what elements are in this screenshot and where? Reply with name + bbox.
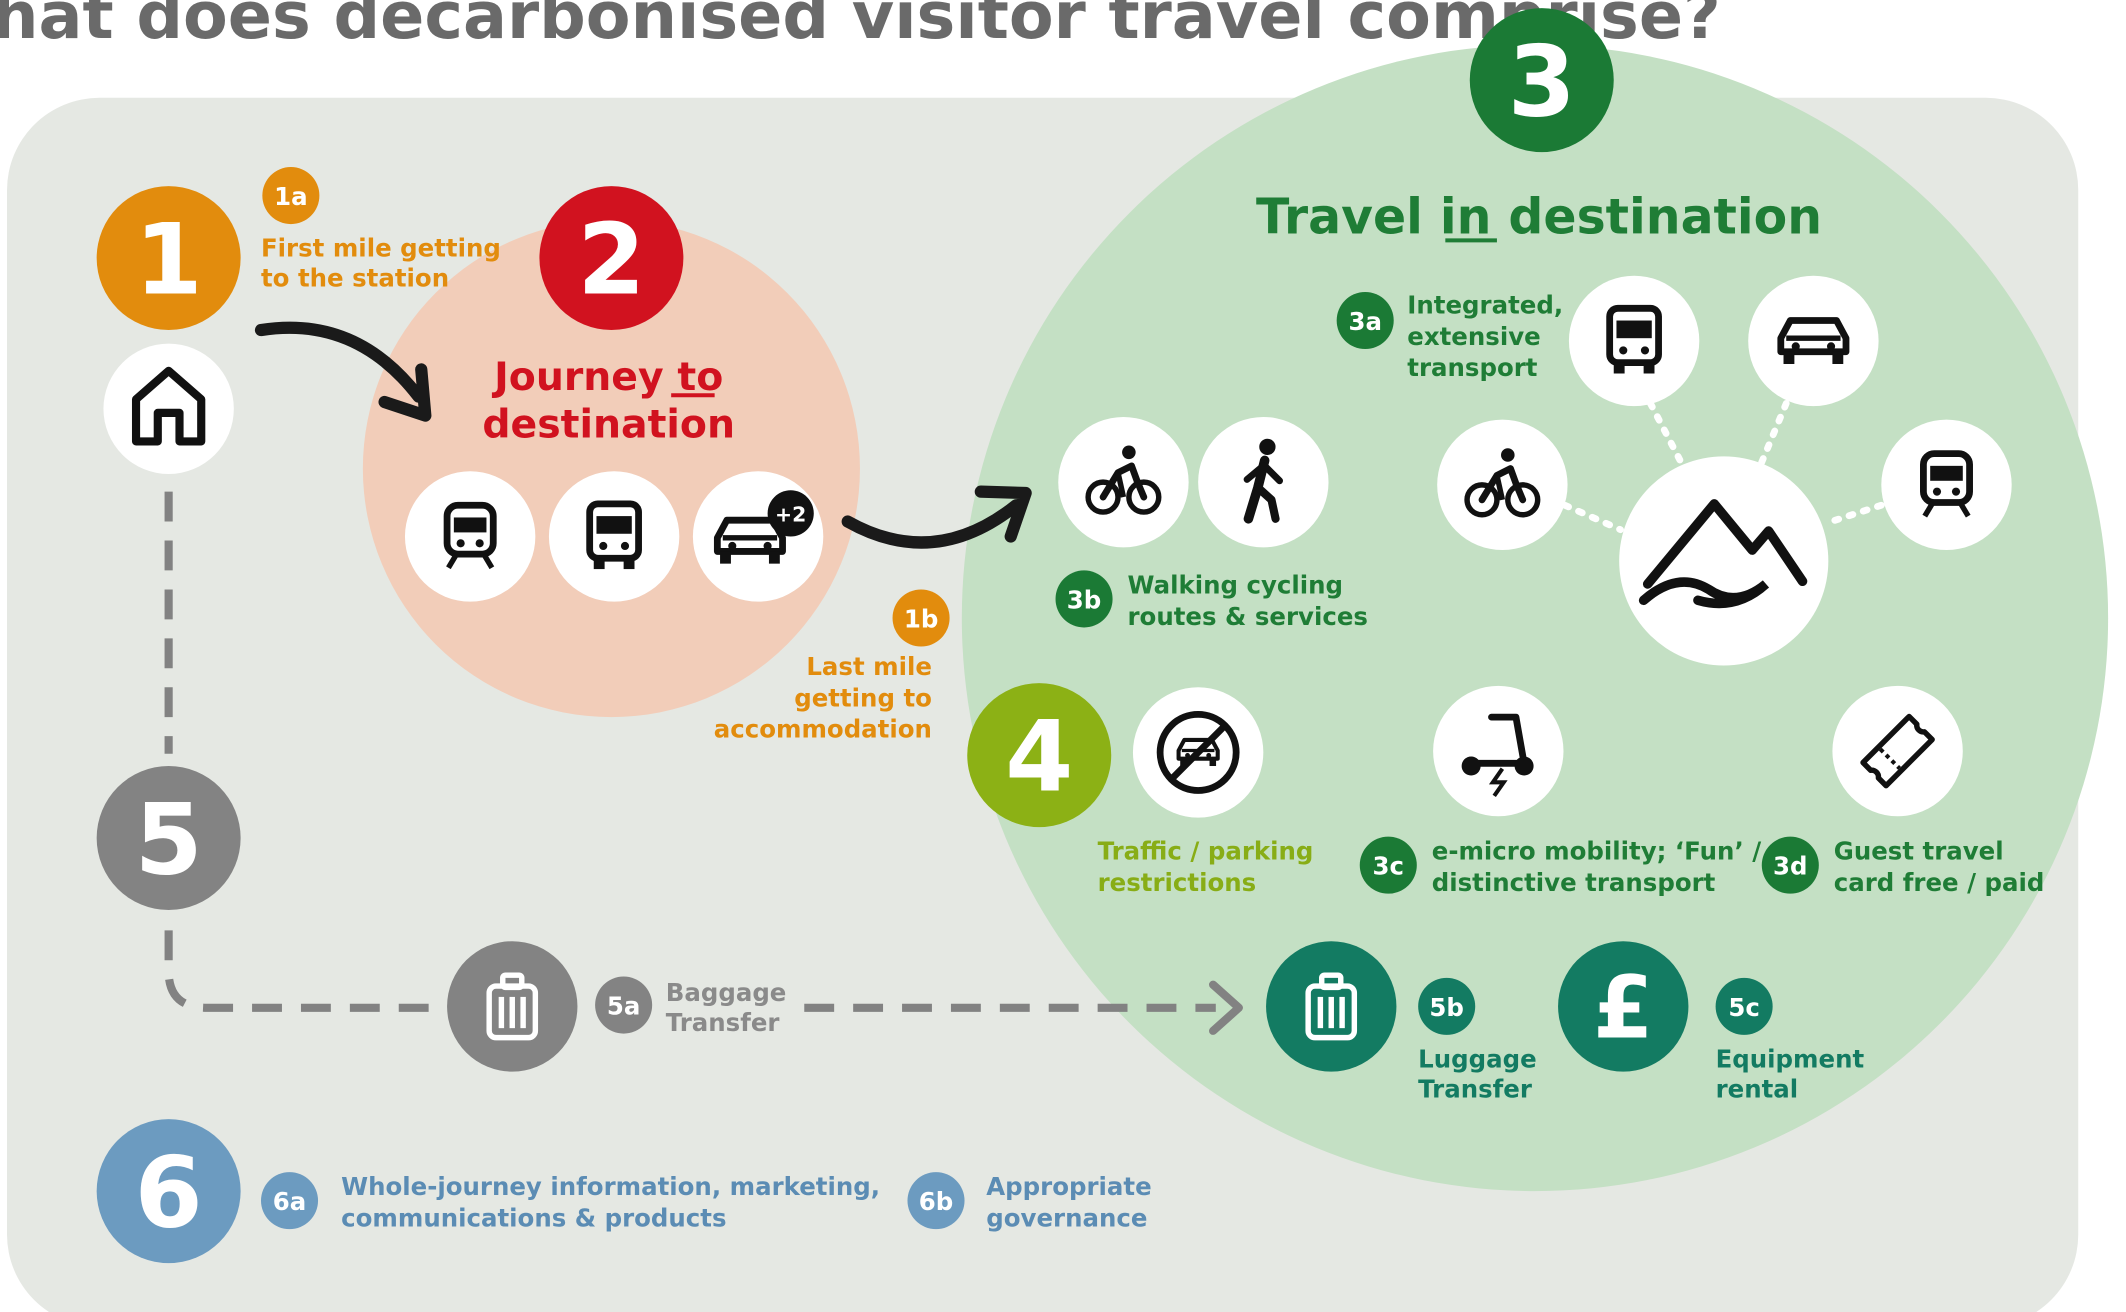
travel-in-destination-title: Travel in destination <box>1256 189 1822 246</box>
node-1-number: 1 <box>135 203 203 317</box>
dashed-connector-baggage-left <box>164 930 435 1012</box>
label-6b-line2: governance <box>986 1203 1147 1232</box>
label-3b-line1: Walking cycling <box>1128 571 1344 600</box>
train-icon-circle-3a <box>1881 419 2012 551</box>
badge-6b-label: 6b <box>919 1187 954 1216</box>
page-title: hat does decarbonised visitor travel com… <box>0 0 1721 54</box>
badge-5c <box>1715 977 1773 1035</box>
label-5b-line1: Luggage <box>1418 1045 1537 1074</box>
badge-1b <box>892 589 950 647</box>
dashed-arrow-head-icon <box>1209 980 1243 1035</box>
badge-1b-label: 1b <box>904 604 939 633</box>
badge-5a-label: 5a <box>607 992 641 1021</box>
badge-5b <box>1418 977 1476 1035</box>
badge-3d-label: 3d <box>1773 852 1808 881</box>
node-4-circle <box>967 683 1112 828</box>
label-3d-line1: Guest travel <box>1834 837 2004 866</box>
badge-5a <box>595 976 653 1034</box>
label-5c-line2: rental <box>1716 1074 1799 1103</box>
hub-spoke <box>1647 399 1688 472</box>
journey-title-line2: destination <box>482 401 735 447</box>
badge-3c-label: 3c <box>1373 852 1405 881</box>
pound-icon-circle <box>1558 941 1689 1072</box>
e-scooter-icon <box>1461 713 1534 798</box>
journey-title-line1: Journey to <box>491 354 723 400</box>
badge-3a <box>1336 292 1394 350</box>
badge-6b <box>907 1172 965 1230</box>
label-6a-line1: Whole-journey information, marketing, <box>341 1172 880 1201</box>
label-6b-line1: Appropriate <box>986 1172 1151 1201</box>
car-badge-label: +2 <box>775 503 806 527</box>
badge-3b <box>1055 570 1113 628</box>
arrow-icon-2-to-3 <box>841 499 1023 549</box>
badge-3b-label: 3b <box>1067 585 1102 614</box>
no-car-icon <box>1156 711 1240 794</box>
bicycle-icon-circle-3b <box>1058 416 1189 548</box>
node-4-number: 4 <box>1005 700 1073 814</box>
node-6-circle <box>96 1119 241 1264</box>
badge-3c <box>1359 836 1417 894</box>
node-5-circle <box>96 766 241 910</box>
hub-spoke <box>1561 501 1624 534</box>
pound-icon: £ <box>1593 958 1653 1059</box>
label-1a-line2: to the station <box>261 264 449 293</box>
arrow-head-2-to-3 <box>974 485 1032 543</box>
badge-1a <box>262 167 320 225</box>
mountain-hub-circle <box>1619 456 1829 666</box>
badge-3a-label: 3a <box>1348 307 1382 336</box>
badge-3d <box>1761 836 1819 894</box>
label-3a-line3: transport <box>1407 353 1538 382</box>
hub-spoke <box>1755 399 1790 472</box>
badge-6a-label: 6a <box>273 1187 307 1216</box>
train-icon-circle <box>404 471 536 602</box>
mountain-icon <box>1638 499 1808 609</box>
bicycle-icon-circle-3a <box>1437 419 1568 551</box>
badge-1a-label: 1a <box>274 182 308 211</box>
label-1b-line2: getting to <box>794 683 932 712</box>
hub-spoke <box>1823 501 1885 527</box>
node-2-circle <box>539 186 684 331</box>
label-4-line2: restrictions <box>1098 868 1257 897</box>
label-3a-line2: extensive <box>1407 322 1540 351</box>
label-1a-line1: First mile getting <box>261 234 501 263</box>
node-3-circle <box>1469 8 1614 153</box>
label-4-line1: Traffic / parking <box>1098 837 1314 866</box>
label-5a-line2: Transfer <box>666 1008 780 1037</box>
car-icon-circle-3a <box>1748 275 1879 407</box>
label-1b-line3: accommodation <box>714 714 932 743</box>
ticket-icon-circle <box>1832 685 1963 817</box>
badge-5b-label: 5b <box>1429 993 1464 1022</box>
label-3a-line1: Integrated, <box>1407 291 1563 320</box>
ticket-icon <box>1860 713 1935 789</box>
node-1-circle <box>96 186 241 331</box>
label-5a-line1: Baggage <box>666 978 787 1007</box>
e-scooter-icon-circle <box>1433 685 1564 817</box>
node-6-number: 6 <box>135 1136 203 1250</box>
car-badge <box>767 490 814 537</box>
label-5c-line1: Equipment <box>1716 1045 1865 1074</box>
label-3b-line2: routes & services <box>1128 602 1368 631</box>
bus-icon-circle <box>548 471 680 602</box>
bus-icon-circle-3a <box>1568 275 1700 407</box>
node-5-number: 5 <box>135 783 203 897</box>
label-3c-line1: e-micro mobility; ‘Fun’ / <box>1432 837 1762 866</box>
home-icon <box>131 366 206 446</box>
label-3d-line2: card free / paid <box>1834 868 2045 897</box>
node-2-number: 2 <box>577 203 645 317</box>
badge-6a <box>260 1172 319 1230</box>
label-6a-line2: communications & products <box>341 1203 726 1232</box>
label-1b-line1: Last mile <box>806 652 932 681</box>
label-5b-line2: Transfer <box>1418 1074 1532 1103</box>
arrow-icon-1-to-2 <box>254 321 425 403</box>
badge-5c-label: 5c <box>1728 993 1760 1022</box>
node-3-number: 3 <box>1508 25 1576 139</box>
arrow-head-1-to-2 <box>378 363 432 422</box>
label-3c-line2: distinctive transport <box>1432 868 1716 897</box>
